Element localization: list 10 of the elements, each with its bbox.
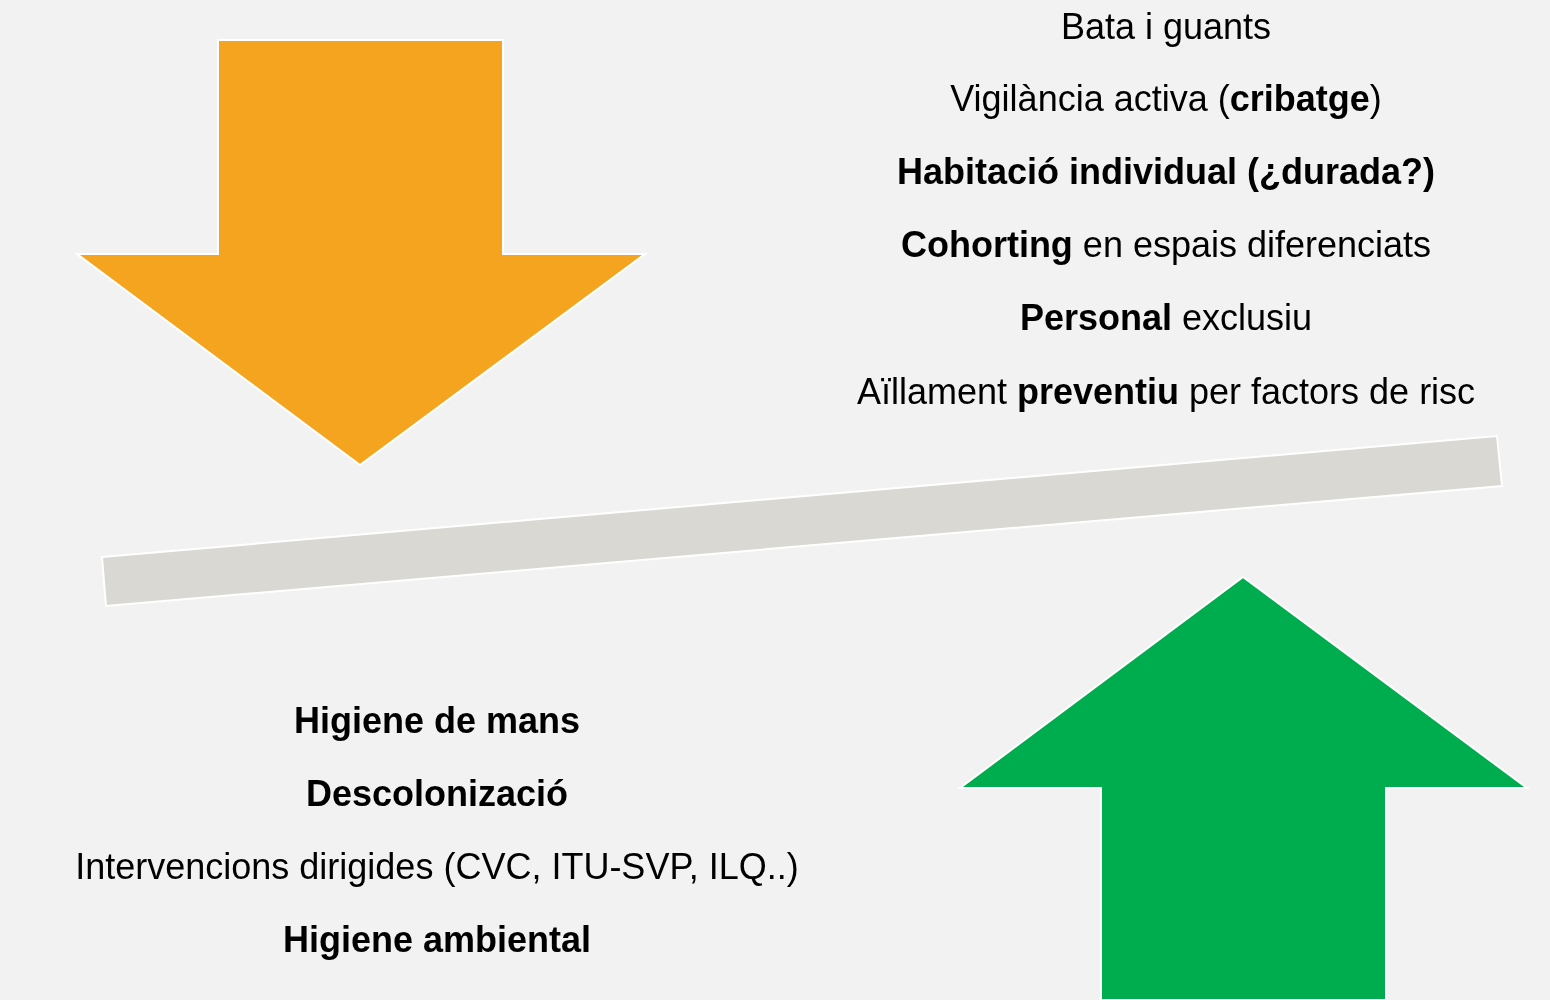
measure-text: Bata i guants	[1060, 5, 1272, 49]
measure-text: Aïllament preventiu per factors de risc	[856, 370, 1476, 414]
measure-text: Descolonizació	[305, 772, 569, 816]
measure-text: Vigilància activa (cribatge)	[950, 77, 1382, 121]
measure-text: Habitació individual (¿durada?)	[897, 150, 1435, 194]
measure-text: Higiene de mans	[293, 699, 581, 743]
measure-text: Higiene ambiental	[282, 918, 592, 962]
measure-text: Cohorting en espais diferenciats	[900, 223, 1432, 267]
measure-text: Intervencions dirigides (CVC, ITU-SVP, ILQ..)	[75, 845, 799, 889]
measure-text: Personal exclusiu	[1019, 296, 1313, 340]
